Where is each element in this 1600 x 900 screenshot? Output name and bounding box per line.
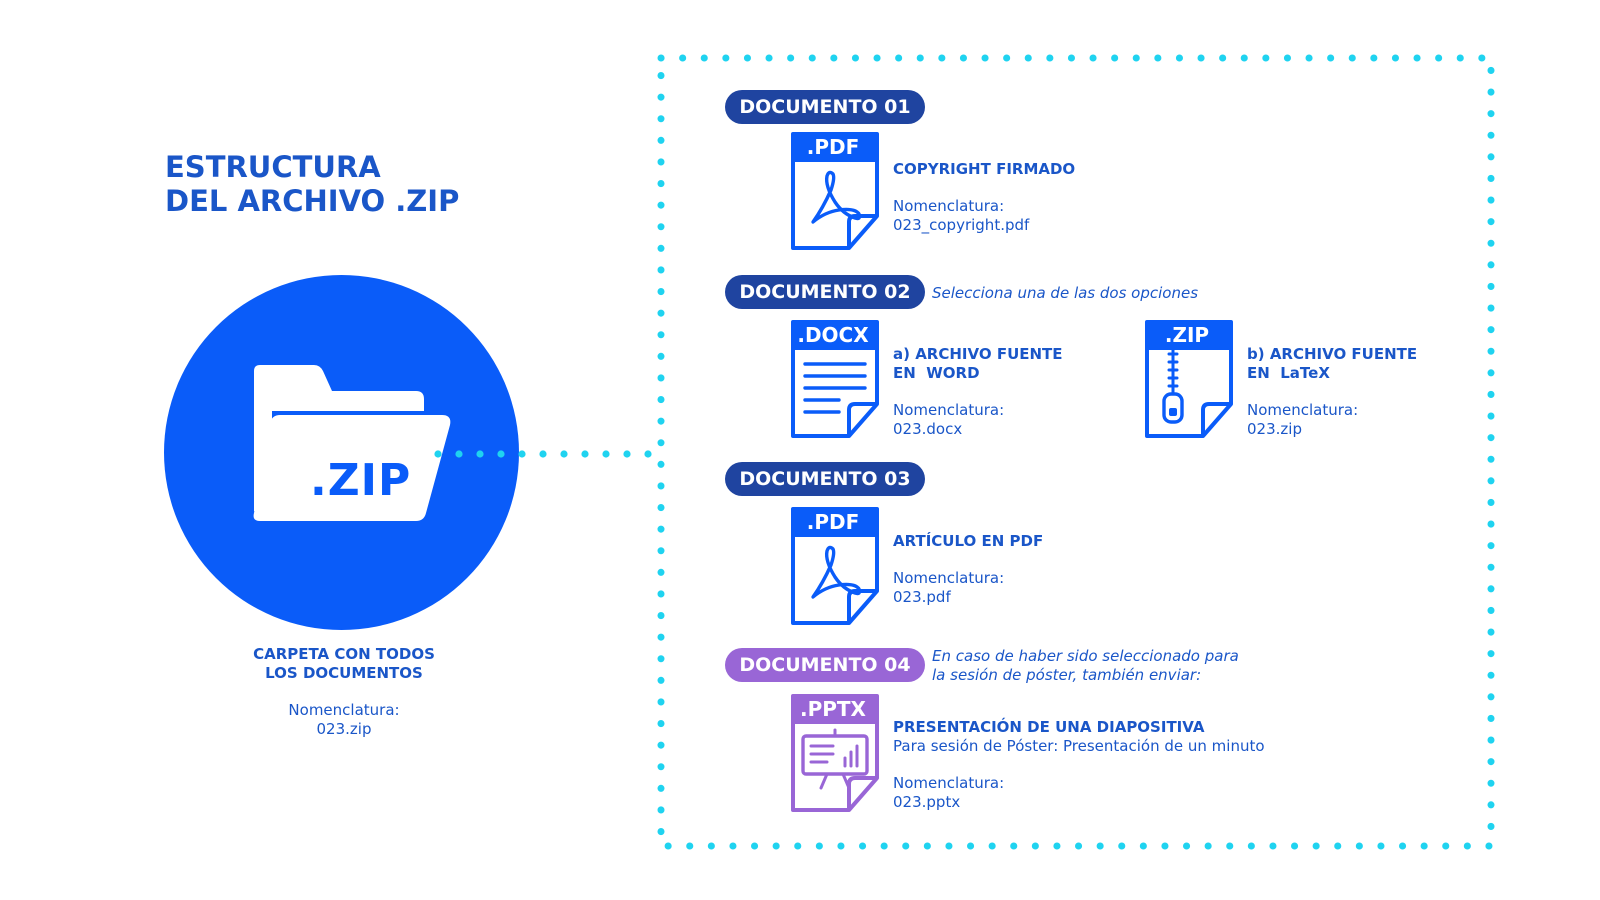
page-title: ESTRUCTURA DEL ARCHIVO .ZIP [165,150,459,218]
file-ext-label: .PPTX [800,697,866,721]
folder-caption-line-1: CARPETA CON TODOS [253,645,435,663]
nomenclatura-value: 023.zip [1247,420,1302,438]
document-04-text: PRESENTACIÓN DE UNA DIAPOSITIVA Para ses… [893,718,1413,812]
file-subtitle: Para sesión de Póster: Presentación de u… [893,737,1265,755]
connector-dotted-line [434,450,652,458]
file-ext-label: .DOCX [797,323,869,347]
nomenclatura-value: 023.pptx [893,793,961,811]
nomenclatura-value: 023.docx [893,420,963,438]
pdf-icon [791,507,879,625]
file-name-line-2: EN LaTeX [1247,364,1330,382]
nomenclatura-label: Nomenclatura: [1247,401,1359,419]
file-name-line-2: EN WORD [893,364,980,382]
folder-ext-label: .ZIP [310,455,412,506]
file-name: PRESENTACIÓN DE UNA DIAPOSITIVA [893,718,1205,736]
folder-caption-line-2: LOS DOCUMENTOS [265,664,423,682]
document-04-note: En caso de haber sido seleccionado para … [932,647,1352,685]
file-name-line-1: b) ARCHIVO FUENTE [1247,345,1418,363]
document-03-pill: DOCUMENTO 03 [725,462,925,496]
document-04-pill: DOCUMENTO 04 [725,648,925,682]
file-name: ARTÍCULO EN PDF [893,532,1044,550]
file-ext-label: .ZIP [1164,323,1210,347]
dotted-border-box [657,54,1495,850]
title-line-1: ESTRUCTURA [165,150,381,184]
folder-nomenclatura-value: 023.zip [316,720,372,738]
document-02a-text: a) ARCHIVO FUENTE EN WORD Nomenclatura: … [893,345,1113,439]
nomenclatura-label: Nomenclatura: [893,774,1005,792]
pdf-icon [791,132,879,250]
document-02b-text: b) ARCHIVO FUENTE EN LaTeX Nomenclatura:… [1247,345,1467,439]
document-02-pill: DOCUMENTO 02 [725,275,925,309]
nomenclatura-value: 023_copyright.pdf [893,216,1030,234]
folder-caption: CARPETA CON TODOS LOS DOCUMENTOS Nomencl… [214,645,474,739]
folder-icon [253,365,451,521]
folder-nomenclatura-label: Nomenclatura: [288,701,400,719]
document-03-text: ARTÍCULO EN PDF Nomenclatura: 023.pdf [893,532,1293,607]
note-line-1: En caso de haber sido seleccionado para [932,647,1239,665]
file-name: COPYRIGHT FIRMADO [893,160,1076,178]
file-ext-label: .PDF [806,510,860,534]
nomenclatura-label: Nomenclatura: [893,197,1005,215]
file-ext-label: .PDF [806,135,860,159]
file-name-line-1: a) ARCHIVO FUENTE [893,345,1063,363]
nomenclatura-label: Nomenclatura: [893,401,1005,419]
document-02-note: Selecciona una de las dos opciones [932,284,1199,302]
note-line-2: la sesión de póster, también enviar: [932,666,1202,684]
document-01-pill: DOCUMENTO 01 [725,90,925,124]
zip-icon [1145,320,1233,438]
presentation-icon [791,694,879,812]
title-line-2: DEL ARCHIVO .ZIP [165,184,460,218]
document-01-text: COPYRIGHT FIRMADO Nomenclatura: 023_copy… [893,160,1293,235]
docx-icon [791,320,879,438]
nomenclatura-label: Nomenclatura: [893,569,1005,587]
nomenclatura-value: 023.pdf [893,588,951,606]
